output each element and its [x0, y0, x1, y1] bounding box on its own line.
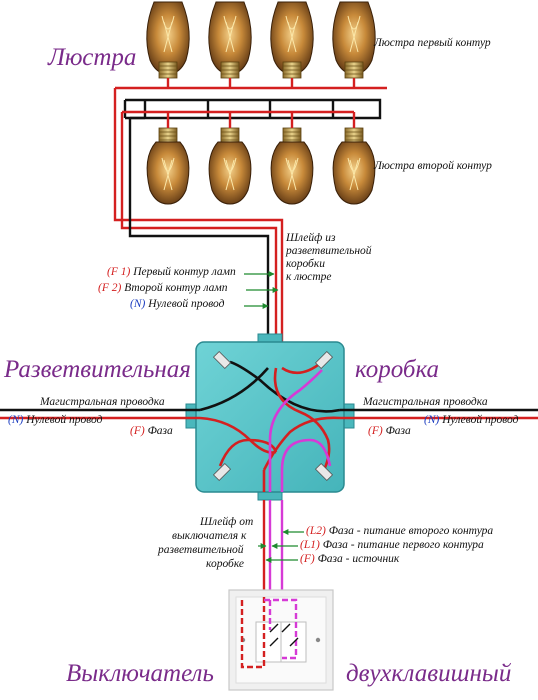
wire-f1-bus — [115, 78, 387, 90]
legend-code: (F 2) — [98, 282, 122, 294]
legend-top-n: (N) Нулевой провод — [130, 298, 224, 310]
label-loop-to-chandelier-line4: к люстре — [286, 271, 332, 283]
light-bulb-icon — [146, 127, 190, 205]
bulb-row-top — [146, 1, 376, 79]
legend-text: Фаза - источник — [317, 553, 400, 565]
title-junction-box-left: Разветвительная — [4, 356, 191, 383]
label-mains-left: Магистральная проводка — [40, 396, 165, 408]
wire-n-drop — [128, 118, 270, 368]
legend-right-n: (N) Нулевой провод — [424, 414, 518, 426]
legend-bottom-f: (F) Фаза - источник — [300, 553, 399, 565]
label-loop-from-switch-line1: Шлейф от — [200, 516, 254, 528]
legend-right-f: (F) Фаза — [368, 425, 411, 437]
legend-code: (N) — [424, 414, 440, 426]
legend-text: Первый контур ламп — [133, 266, 236, 278]
legend-text: Второй контур ламп — [124, 282, 228, 294]
label-chandelier-circuit-2: Люстра второй контур — [374, 160, 492, 172]
bulb-row-bottom — [146, 127, 376, 205]
label-loop-to-chandelier-line2: разветвительной — [286, 245, 372, 257]
legend-left-n: (N) Нулевой провод — [8, 414, 102, 426]
light-bulb-icon — [208, 1, 252, 79]
legend-code: (N) — [8, 414, 24, 426]
legend-text: Фаза — [385, 425, 411, 437]
legend-code: (F) — [130, 425, 145, 437]
label-chandelier-circuit-1: Люстра первый контур — [374, 37, 491, 49]
box-internal-wiring — [199, 350, 341, 492]
light-bulb-icon — [208, 127, 252, 205]
legend-text: Фаза - питание второго контура — [328, 525, 494, 537]
light-bulb-icon — [270, 1, 314, 79]
double-switch-icon — [228, 589, 334, 691]
legend-top-f2: (F 2) Второй контур ламп — [98, 282, 228, 294]
legend-text: Нулевой провод — [442, 414, 519, 426]
light-bulb-icon — [332, 1, 376, 79]
label-loop-from-switch-line3: разветвительной — [158, 544, 244, 556]
title-switch-left: Выключатель — [66, 660, 214, 687]
callout-arrows — [244, 271, 304, 563]
label-loop-from-switch-line2: выключателя к — [172, 530, 247, 542]
legend-code: (F) — [368, 425, 383, 437]
label-loop-to-chandelier-line3: коробки — [286, 258, 325, 270]
label-loop-to-chandelier-line1: Шлейф из — [286, 232, 336, 244]
legend-code: (N) — [130, 298, 146, 310]
wire-neutral-bus — [123, 98, 382, 120]
title-junction-box-right: коробка — [355, 356, 440, 383]
legend-text: Нулевой провод — [148, 298, 225, 310]
legend-code: (F) — [300, 553, 315, 565]
legend-text: Фаза — [147, 425, 173, 437]
legend-code: (L2) — [306, 525, 326, 537]
mains-wiring — [0, 408, 538, 420]
chandelier-wiring — [113, 78, 387, 368]
title-switch-right: двухклавишный — [346, 660, 512, 687]
title-chandelier: Люстра — [48, 44, 137, 71]
wire-f2-bus — [166, 110, 356, 128]
legend-code: (F 1) — [107, 266, 131, 278]
label-loop-from-switch-line4: коробке — [206, 558, 245, 570]
light-bulb-icon — [332, 127, 376, 205]
legend-code: (L1) — [300, 539, 320, 551]
wire-f1-drop — [113, 88, 284, 368]
label-mains-right: Магистральная проводка — [363, 396, 488, 408]
legend-bottom-l1: (L1) Фаза - питание первого контура — [300, 539, 484, 551]
legend-left-f: (F) Фаза — [130, 425, 173, 437]
legend-top-f1: (F 1) Первый контур ламп — [107, 266, 236, 278]
legend-text: Нулевой провод — [26, 414, 103, 426]
legend-text: Фаза - питание первого контура — [322, 539, 484, 551]
light-bulb-icon — [270, 127, 314, 205]
light-bulb-icon — [146, 1, 190, 79]
legend-bottom-l2: (L2) Фаза - питание второго контура — [306, 525, 493, 537]
wire-f2-drop — [120, 112, 278, 368]
